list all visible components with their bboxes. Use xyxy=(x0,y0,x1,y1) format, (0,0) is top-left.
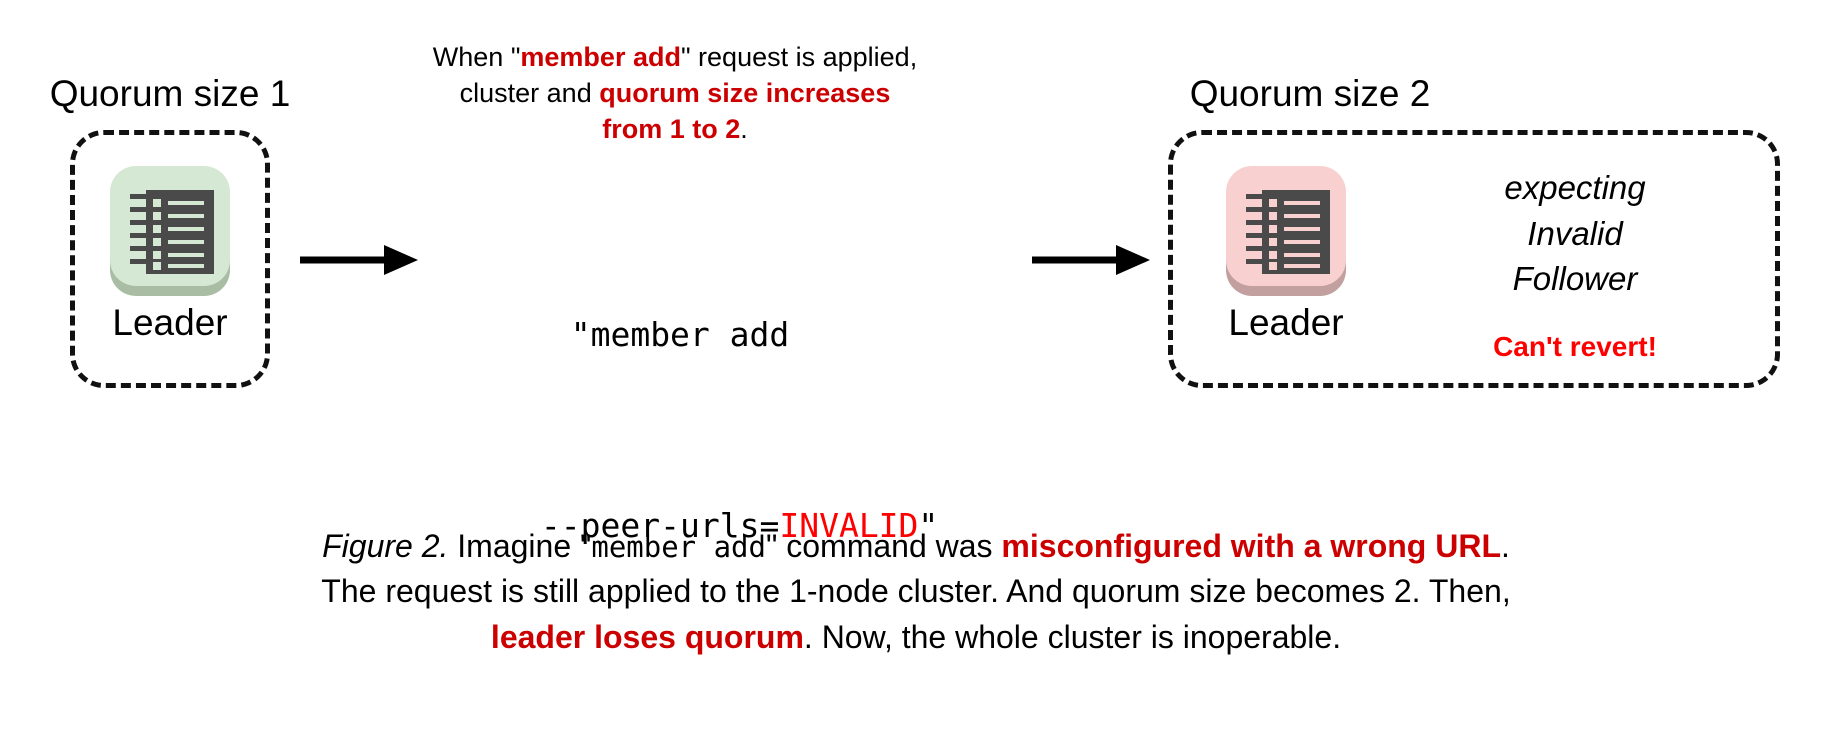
status-line-1: expecting xyxy=(1504,169,1646,206)
left-cluster-box xyxy=(70,130,270,388)
arrow-right-icon-right xyxy=(1030,240,1150,285)
command-line-2: --peer-urls=INVALID" xyxy=(420,454,940,598)
rack-rows xyxy=(1262,190,1330,274)
caption-figure-number: Figure 2. xyxy=(322,528,449,564)
top-note-3a: from 1 to 2 xyxy=(602,113,741,144)
cant-revert-warning: Can't revert! xyxy=(1493,331,1657,362)
command-closing-quote: " xyxy=(918,506,939,546)
top-note-2a: cluster and xyxy=(459,77,600,108)
rack-rows xyxy=(146,190,214,274)
status-line-2: Invalid xyxy=(1527,214,1623,252)
right-leader-node: Leader xyxy=(1222,160,1350,341)
top-annotation-line-3: from 1 to 2. xyxy=(390,112,960,148)
server-rack-icon xyxy=(106,160,234,296)
right-cluster-box xyxy=(1168,130,1780,388)
caption-command-mono: member add xyxy=(591,530,766,564)
command-invalid-value: INVALID xyxy=(779,506,919,546)
caption-1a: Imagine " xyxy=(448,528,592,564)
top-annotation-line-2: cluster and quorum size increases xyxy=(390,76,960,112)
caption-3b: . Now, the whole cluster is inoperable. xyxy=(803,618,1342,655)
rack-tabs xyxy=(130,190,148,274)
status-line-3: Follower xyxy=(1512,260,1638,298)
caption-highlight-2: leader loses quorum xyxy=(490,618,804,655)
server-rack-icon xyxy=(1222,160,1350,296)
caption-line-3: leader loses quorum. Now, the whole clus… xyxy=(0,615,1832,660)
command-line-1: "member add xyxy=(570,314,790,354)
caption-1b: " command was xyxy=(765,528,1002,564)
node-icon-face xyxy=(1226,166,1346,286)
top-annotation-line-1: When "member add" request is applied, xyxy=(390,40,960,76)
top-note-1c: " request is applied, xyxy=(680,42,918,72)
rack-body xyxy=(1262,190,1330,274)
left-node-label: Leader xyxy=(112,302,228,343)
right-status-text: expecting Invalid Follower xyxy=(1420,165,1730,302)
caption-line-2: The request is still applied to the 1-no… xyxy=(321,573,1511,610)
right-cluster-title: Quorum size 2 xyxy=(1189,73,1431,114)
left-leader-node: Leader xyxy=(106,160,234,341)
figure-caption: Figure 2. Imagine "member add" command w… xyxy=(0,524,1832,660)
top-note-3b: . xyxy=(740,113,748,144)
caption-highlight-1: misconfigured with a wrong URL xyxy=(1001,528,1501,564)
top-note-1a: When " xyxy=(432,42,521,72)
top-annotation: When "member add" request is applied, cl… xyxy=(390,40,960,148)
rack-body xyxy=(146,190,214,274)
command-flag: --peer-urls= xyxy=(540,506,780,546)
caption-line-1: Figure 2. Imagine "member add" command w… xyxy=(0,524,1832,569)
caption-1c: . xyxy=(1500,528,1510,564)
right-node-label: Leader xyxy=(1228,302,1344,343)
left-cluster-title: Quorum size 1 xyxy=(49,73,291,114)
node-icon-face xyxy=(110,166,230,286)
top-note-1b: member add xyxy=(520,42,681,72)
arrow-right-icon-left xyxy=(298,240,418,285)
rack-tabs xyxy=(1246,190,1264,274)
command-text: "member add --peer-urls=INVALID" xyxy=(420,215,940,693)
top-note-2b: quorum size increases xyxy=(599,77,891,108)
